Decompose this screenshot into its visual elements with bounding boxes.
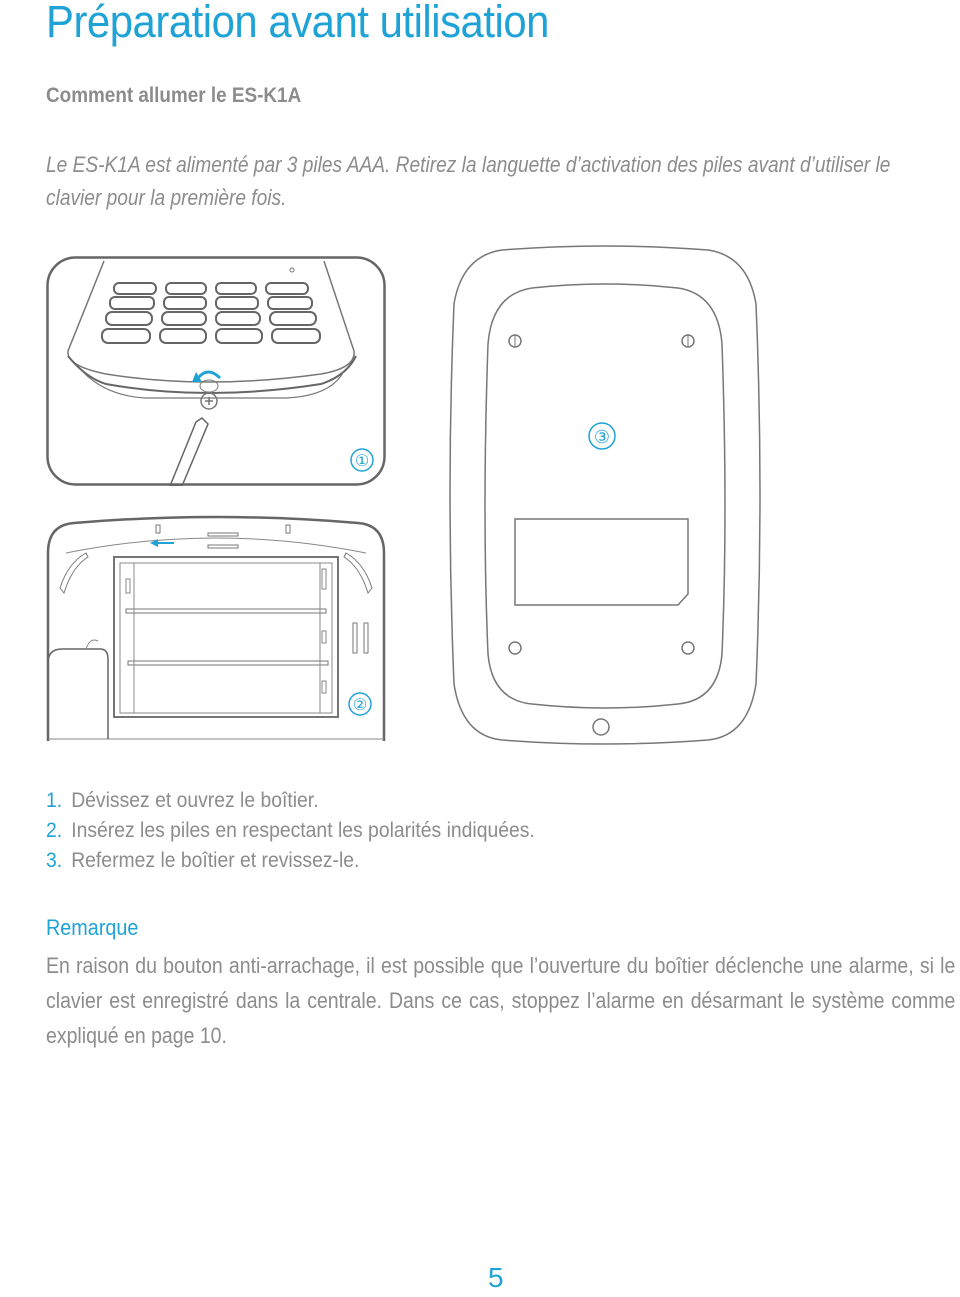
figure-unscrew-case: ① <box>46 256 386 487</box>
step-text: Insérez les piles en respectant les pola… <box>71 818 535 842</box>
closed-case-illustration: ③ <box>449 245 761 745</box>
step-item: 2. Insérez les piles en respectant les po… <box>46 815 535 845</box>
intro-paragraph: Le ES-K1A est alimenté par 3 piles AAA. … <box>46 152 891 210</box>
figure-label-2: ② <box>353 697 367 714</box>
figure-label-1: ① <box>355 453 369 470</box>
step-number: 1. <box>46 788 63 812</box>
step-item: 1. Dévissez et ouvrez le boîtier. <box>46 785 535 815</box>
figure-closed-case: ③ <box>442 244 768 748</box>
step-item: 3. Refermez le boîtier et revissez-le. <box>46 845 535 875</box>
step-text: Refermez le boîtier et revissez-le. <box>71 848 360 872</box>
figure-label-3: ③ <box>594 427 610 447</box>
note-body: En raison du bouton anti-arrachage, il e… <box>46 953 956 1048</box>
figure-battery-compartment: ② <box>46 513 386 743</box>
page-number: 5 <box>488 1262 504 1293</box>
steps-list: 1. Dévissez et ouvrez le boîtier. 2. Insér… <box>46 785 535 875</box>
note-title: Remarque <box>46 915 139 940</box>
step-text: Dévissez et ouvrez le boîtier. <box>71 788 319 812</box>
section-subtitle: Comment allumer le ES-K1A <box>46 84 302 107</box>
step-number: 2. <box>46 818 63 842</box>
keypad-unscrew-illustration: ① <box>46 256 386 487</box>
page-title: Préparation avant utilisation <box>46 0 549 47</box>
battery-compartment-illustration: ② <box>46 515 386 741</box>
step-number: 3. <box>46 848 63 872</box>
